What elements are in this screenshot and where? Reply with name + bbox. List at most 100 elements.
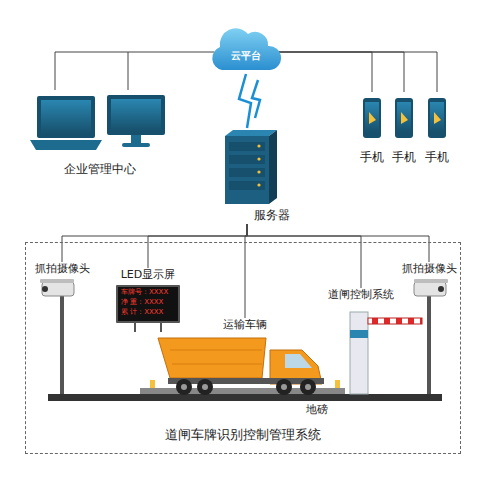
network-wire: [247, 224, 361, 288]
network-wire: [278, 52, 372, 92]
server-icon-part: [257, 157, 260, 160]
monitor-icon-part: [111, 99, 161, 131]
phone-icons-part: [428, 98, 446, 138]
dump-truck-part: [181, 384, 187, 390]
dump-truck-part: [158, 338, 266, 378]
phone: 手机: [389, 92, 419, 168]
weighbridge-part: [335, 380, 340, 388]
node-label: 手机: [360, 150, 384, 165]
phone-icons-part: [369, 112, 376, 124]
dump-truck: [158, 338, 324, 395]
camera-right-part: [414, 279, 448, 283]
camera-left: [40, 279, 74, 396]
dump-truck-part: [285, 354, 312, 368]
node-label: 道闸车牌识别控制管理系统: [165, 427, 321, 443]
weighbridge-part: [150, 380, 155, 388]
led-screen-part: [118, 287, 178, 321]
camera-right-part: [427, 296, 431, 396]
node-label: 手机: [425, 150, 449, 165]
network-wire: [247, 224, 429, 262]
camera-left-part: [60, 296, 64, 396]
lightning-bolt: [252, 80, 260, 118]
laptop-icon-part: [37, 96, 95, 138]
node-label: 抓拍摄像头: [35, 262, 90, 276]
barrier-gate: [350, 312, 422, 394]
server-icon-part: [225, 136, 269, 204]
display-reading: 车牌号：XXXX: [121, 288, 168, 297]
dump-truck-part: [281, 384, 287, 390]
display-reading: 累 计：XXXX: [121, 308, 163, 317]
laptop-icon-part: [41, 100, 91, 134]
camera-left-part: [42, 286, 48, 292]
node-label: 手机: [392, 150, 416, 165]
monitor-icon-part: [122, 143, 150, 147]
server-icon-part: [257, 144, 260, 147]
node-label: 服务器: [254, 208, 290, 223]
phone: 手机: [357, 92, 387, 168]
dump-truck-part: [197, 379, 213, 395]
dump-truck-part: [170, 350, 262, 351]
cloud-platform: 云平台: [208, 24, 284, 74]
capture-camera: 抓拍摄像头: [28, 262, 96, 402]
led-screen: [116, 285, 180, 332]
led-screen-part: [134, 323, 136, 332]
weighbridge-part: [48, 394, 442, 401]
network-wire: [55, 52, 214, 90]
phone-icons-part: [401, 112, 408, 124]
monitor-icon-part: [107, 95, 165, 135]
server-icon-part: [225, 130, 277, 136]
phone-icons-part: [365, 102, 379, 132]
node-label: 道闸控制系统: [328, 288, 394, 302]
cloud-outline: [212, 28, 281, 70]
led-display: LED显示屏车牌号：XXXX净 重：XXXX累 计：XXXX: [110, 268, 186, 336]
dump-truck-part: [172, 364, 262, 365]
network-wire: [245, 224, 247, 318]
server-icon-part: [229, 181, 265, 190]
dump-truck-part: [202, 384, 208, 390]
server-icon-part: [257, 170, 260, 173]
barrier-gate-part: [368, 318, 422, 324]
server-icon-part: [257, 183, 260, 186]
server-icon: [225, 130, 277, 204]
camera-left-part: [42, 282, 74, 296]
barrier-gate-part: [350, 312, 368, 394]
node-label: 抓拍摄像头: [402, 262, 457, 276]
phone-icons-part: [397, 102, 411, 132]
camera-right-part: [414, 282, 446, 296]
camera-right-part: [438, 286, 444, 292]
network-wire: [278, 52, 404, 92]
management-center: 企业管理中心: [30, 90, 170, 178]
node-label: LED显示屏: [121, 268, 176, 282]
node-label: 云平台: [231, 50, 261, 63]
barrier-control: 道闸控制系统: [322, 288, 400, 396]
capture-camera: 抓拍摄像头: [399, 262, 459, 402]
barrier-gate-part: [350, 330, 368, 338]
monitor-icon: [107, 95, 165, 147]
led-screen-part: [160, 323, 162, 332]
camera-right: [414, 279, 448, 396]
server: 服务器: [220, 128, 302, 224]
system-region: 抓拍摄像头LED显示屏车牌号：XXXX净 重：XXXX累 计：XXXX运输车辆道…: [25, 242, 461, 454]
server-icon-part: [269, 130, 277, 204]
led-screen-part: [116, 285, 180, 323]
network-wire: [148, 224, 247, 268]
dump-truck-part: [176, 379, 192, 395]
cloud-shape: [208, 24, 284, 74]
dump-truck-part: [168, 378, 324, 384]
dump-truck-part: [300, 379, 316, 395]
network-wire: [62, 224, 247, 262]
network-wire: [278, 52, 437, 92]
laptop-icon-part: [30, 140, 102, 150]
server-icon-part: [229, 142, 265, 151]
transport-vehicle: 运输车辆: [197, 318, 293, 394]
dump-truck-part: [305, 384, 311, 390]
monitor-icon-part: [131, 135, 141, 143]
phone: 手机: [422, 92, 452, 168]
part-name: 地磅: [306, 403, 328, 417]
camera-left-part: [40, 279, 74, 283]
dump-truck-part: [276, 379, 292, 395]
